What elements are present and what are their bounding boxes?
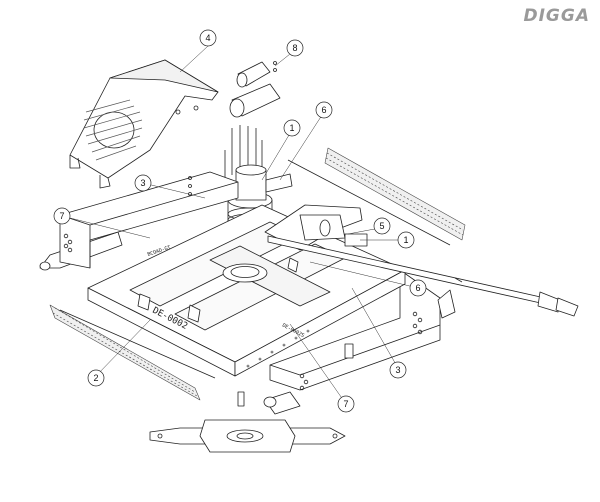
callout-7-right-label: 7 <box>343 399 348 409</box>
drive-shaft-part <box>267 235 579 317</box>
callout-3-right-label: 3 <box>395 365 400 375</box>
callout-6-right-label: 6 <box>415 283 420 293</box>
callout-5 <box>373 217 391 235</box>
blade-assembly-part <box>149 391 346 453</box>
spring-rod <box>59 309 216 379</box>
mounting-bolts <box>224 125 263 180</box>
callout-1-shaft <box>397 231 415 249</box>
right-side-skid <box>263 269 456 415</box>
callout-1-gearbox <box>283 119 301 137</box>
callout-7-right <box>337 395 355 413</box>
callout-2-label: 2 <box>93 373 98 383</box>
callout-7-left-label: 7 <box>59 211 64 221</box>
callout-6-top <box>315 101 333 119</box>
callout-4 <box>199 29 217 47</box>
callout-5-label: 5 <box>379 221 384 231</box>
callout-2 <box>87 369 105 387</box>
spring-rod-right <box>287 159 451 246</box>
brand-logo: DIGGA <box>523 6 590 26</box>
shaft-tube-part <box>229 61 281 118</box>
callout-1-gearbox-label: 1 <box>289 123 294 133</box>
callout-7-left <box>53 207 71 225</box>
callout-6-right <box>409 279 427 297</box>
mower-deck <box>87 204 406 377</box>
callout-1-shaft-label: 1 <box>403 235 408 245</box>
callout-4-label: 4 <box>205 33 210 43</box>
callout-8-label: 8 <box>292 43 297 53</box>
chain-guard-right <box>324 147 466 241</box>
callout-6-top-label: 6 <box>321 105 326 115</box>
callout-3-left-label: 3 <box>140 178 145 188</box>
callout-8 <box>286 39 304 57</box>
callout-3-left <box>134 174 152 192</box>
hitch-frame-part <box>264 204 368 251</box>
gearbox-shield-part <box>69 59 219 189</box>
callout-3-right <box>389 361 407 379</box>
chain-guard-left <box>49 304 201 401</box>
